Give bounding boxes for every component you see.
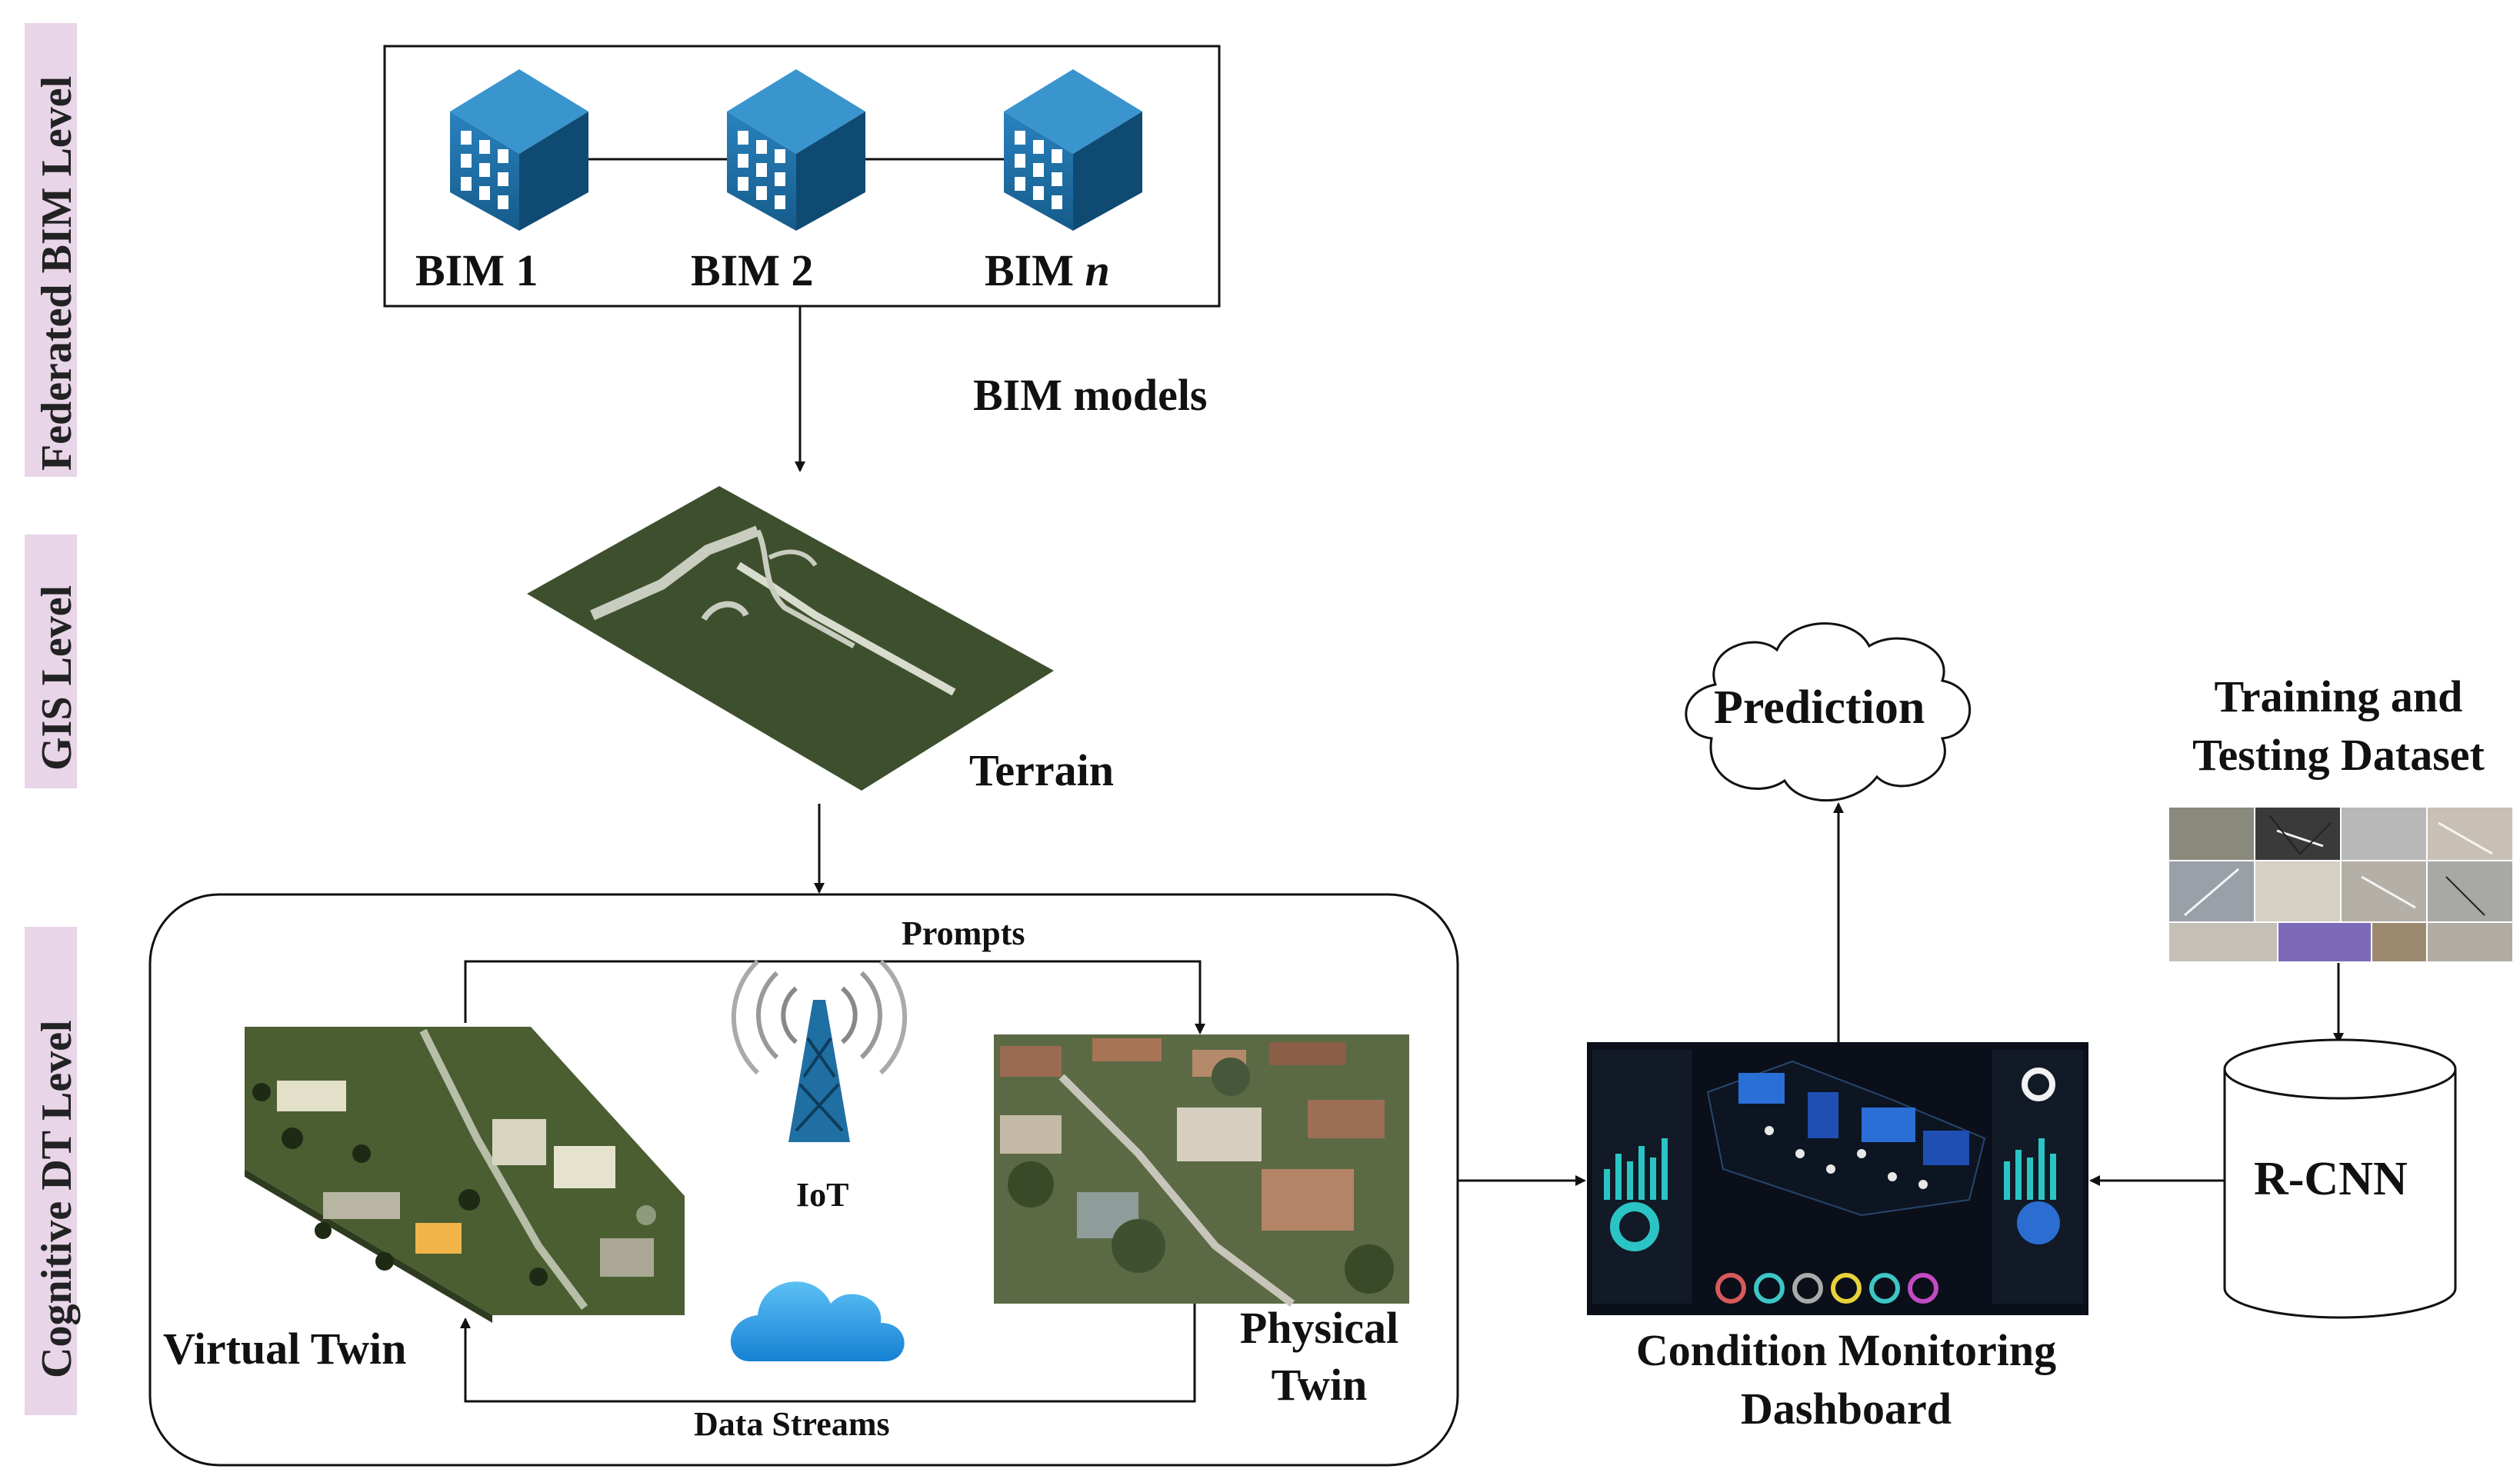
data-streams-label: Data Streams [694,1405,890,1443]
prompts-label: Prompts [902,914,1025,952]
rcnn-cylinder [2223,1038,2457,1319]
bim-n-suffix: n [1085,245,1110,295]
prediction-cloud-shape [1685,622,1972,802]
prediction-label: Prediction [1714,681,1925,734]
bim-n-label: BIM n [985,245,1110,296]
bim-2-label: BIM 2 [691,245,814,296]
data-streams-arrow [460,1304,1196,1403]
cloud-icon [730,1281,905,1361]
dashboard-screenshot [1587,1042,2088,1315]
bim-2-prefix: BIM [691,245,780,295]
terrain-map-icon [527,486,1054,791]
bim-building-1-icon [450,69,588,231]
prompts-arrow [464,960,1205,1034]
dataset-line2: Testing Dataset [2192,730,2485,780]
bim-n-prefix: BIM [985,245,1074,295]
physical-twin-label: Physical Twin [1223,1300,1415,1414]
dashboard-line2: Dashboard [1741,1384,1952,1434]
bim-1-prefix: BIM [415,245,505,295]
dashboard-line1: Condition Monitoring [1635,1325,2057,1375]
bim-building-n-icon [1004,69,1142,231]
dataset-label: Training and Testing Dataset [2154,668,2520,784]
bim-1-suffix: 1 [515,245,538,295]
federated-level-band [25,23,77,477]
iot-label: IoT [796,1176,849,1214]
cognitive-level-band [25,927,77,1415]
physical-twin-photo [994,1034,1409,1307]
terrain-label: Terrain [969,745,1114,795]
bim-building-2-icon [727,69,865,231]
iot-antenna-icon [731,959,908,1142]
physical-twin-line1: Physical [1239,1303,1399,1353]
bim-models-label: BIM models [973,370,1208,420]
rcnn-label: R-CNN [2254,1153,2408,1205]
dataset-image-grid [2169,808,2512,961]
virtual-twin-model [245,1027,685,1323]
virtual-twin-label: Virtual Twin [163,1324,407,1374]
gis-level-band [25,535,77,788]
dashboard-label: Condition Monitoring Dashboard [1569,1321,2123,1438]
bim-1-label: BIM 1 [415,245,538,296]
bim-2-suffix: 2 [791,245,814,295]
dataset-line1: Training and [2214,671,2463,721]
physical-twin-line2: Twin [1271,1360,1368,1410]
